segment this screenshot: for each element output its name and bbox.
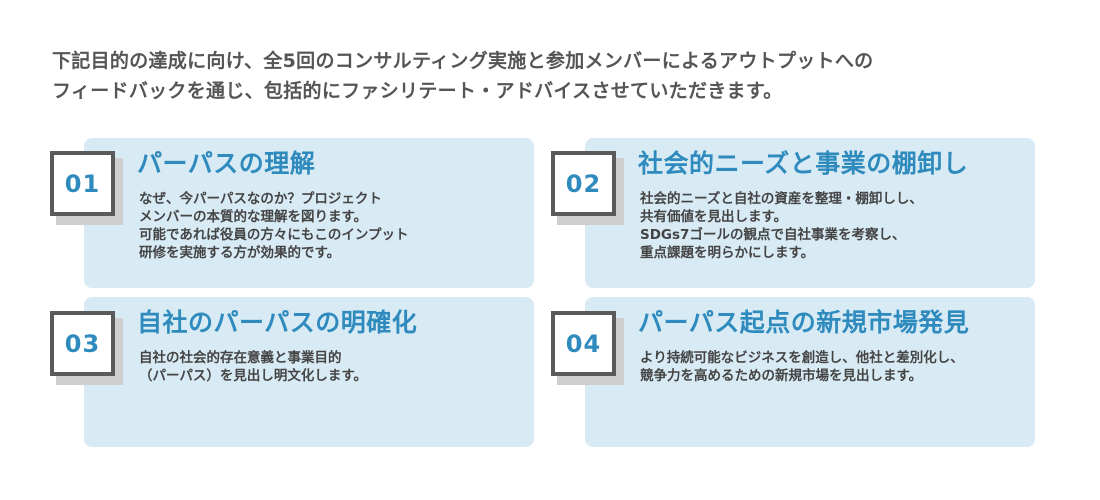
number-badge: 03 [50, 311, 115, 376]
card-description: なぜ、今パーパスなのか？プロジェクト メンバーの本質的な理解を図ります。 可能で… [139, 190, 529, 262]
card-purpose-understanding: パーパスの理解 なぜ、今パーパスなのか？プロジェクト メンバーの本質的な理解を図… [84, 138, 534, 288]
intro-line-1: 下記目的の達成に向け、全5回のコンサルティング実施と参加メンバーによるアウトプッ… [52, 50, 874, 72]
card-description-line: SDGs7ゴールの観点で自社事業を考察し、 [640, 227, 906, 243]
card-description: より持続可能なビジネスを創造し、他社と差別化し、 競争力を高めるための新規市場を… [640, 349, 1030, 385]
card-title: 社会的ニーズと事業の棚卸し [638, 149, 969, 178]
card-purpose-clarification: 自社のパーパスの明確化 自社の社会的存在意義と事業目的 （パーパス）を見出し明文… [84, 297, 534, 447]
card-title: パーパス起点の新規市場発見 [638, 308, 970, 337]
card-description-line: （パーパス）を見出し明文化します。 [139, 368, 368, 384]
number-badge: 04 [551, 311, 616, 376]
card-social-needs-inventory: 社会的ニーズと事業の棚卸し 社会的ニーズと自社の資産を整理・棚卸しし、 共有価値… [585, 138, 1035, 288]
card-title: 自社のパーパスの明確化 [137, 308, 418, 337]
number-badge: 02 [551, 151, 616, 216]
number-badge: 01 [50, 151, 115, 216]
card-new-market-discovery: パーパス起点の新規市場発見 より持続可能なビジネスを創造し、他社と差別化し、 競… [585, 297, 1035, 447]
card-description-line: 重点課題を明らかにします。 [640, 245, 815, 261]
card-description-line: なぜ、今パーパスなのか？プロジェクト [139, 191, 382, 207]
card-description-line: メンバーの本質的な理解を図ります。 [139, 209, 368, 225]
card-description-line: より持続可能なビジネスを創造し、他社と差別化し、 [640, 350, 964, 366]
card-description: 自社の社会的存在意義と事業目的 （パーパス）を見出し明文化します。 [139, 349, 529, 385]
intro-text: 下記目的の達成に向け、全5回のコンサルティング実施と参加メンバーによるアウトプッ… [52, 46, 1062, 106]
card-description: 社会的ニーズと自社の資産を整理・棚卸しし、 共有価値を見出します。 SDGs7ゴ… [640, 190, 1030, 262]
card-description-line: 可能であれば役員の方々にもこのインプット [139, 227, 409, 243]
card-description-line: 自社の社会的存在意義と事業目的 [139, 350, 342, 366]
card-description-line: 社会的ニーズと自社の資産を整理・棚卸しし、 [640, 191, 923, 207]
card-description-line: 共有価値を見出します。 [640, 209, 788, 225]
intro-line-2: フィードバックを通じ、包括的にファシリテート・アドバイスさせていただきます。 [52, 80, 783, 102]
card-description-line: 競争力を高めるための新規市場を見出します。 [640, 368, 923, 384]
card-title: パーパスの理解 [137, 149, 316, 178]
card-description-line: 研修を実施する方が効果的です。 [139, 245, 341, 261]
